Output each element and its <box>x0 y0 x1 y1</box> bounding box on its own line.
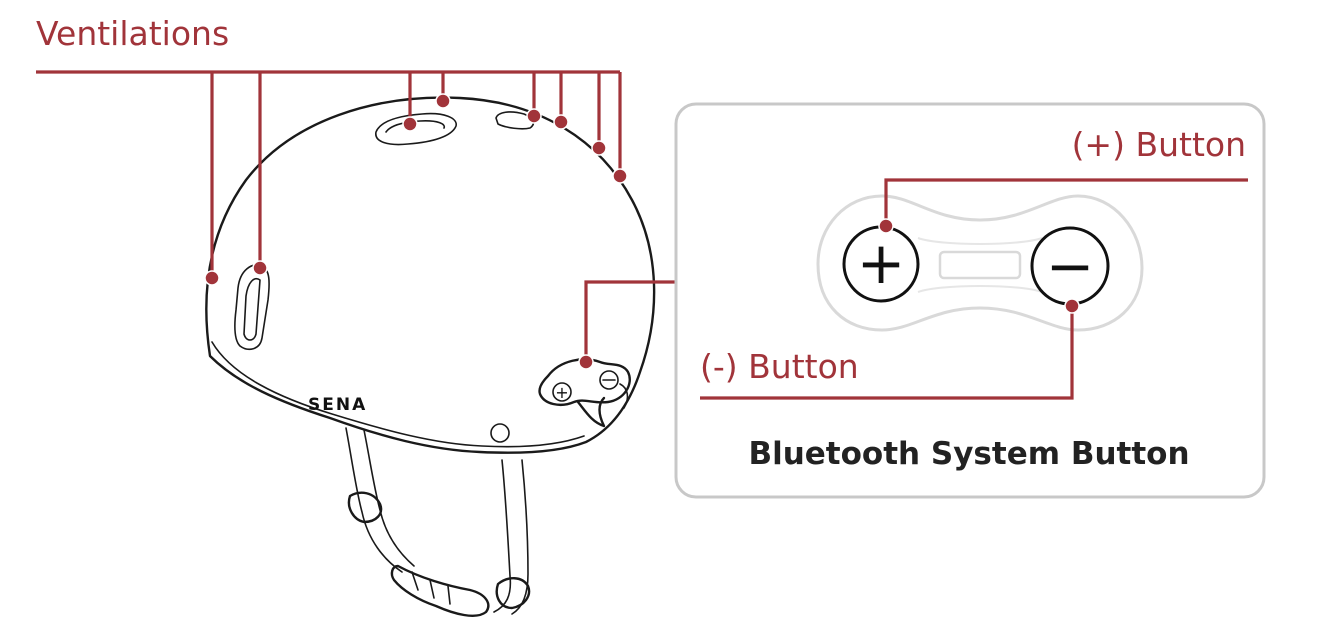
plus-button-leader <box>884 178 1248 226</box>
helmet-brand-logo: SENA <box>308 395 367 415</box>
helmet-illustration: SENA + <box>205 96 656 617</box>
helmet-shell <box>205 96 656 454</box>
helmet-bluetooth-module: + <box>538 358 631 428</box>
ventilation-point <box>402 116 418 132</box>
module-callout-leader <box>584 280 676 362</box>
module-callout-point <box>578 354 594 370</box>
ventilation-point <box>526 108 542 124</box>
ventilation-point <box>204 270 220 286</box>
helmet-strap-left <box>345 427 403 573</box>
plus-symbol: + <box>857 229 906 297</box>
ventilation-point <box>252 260 268 276</box>
svg-text:+: + <box>555 383 568 402</box>
bluetooth-detail-panel: + − (+) Button (-) Button Bluetooth Syst… <box>674 102 1266 499</box>
ventilation-point <box>591 140 607 156</box>
helmet-strap-buckle <box>390 564 490 617</box>
ventilation-point <box>612 168 628 184</box>
ventilations-label: Ventilations <box>36 14 229 53</box>
plus-button-label: (+) Button <box>1072 125 1246 164</box>
minus-button-point <box>1064 298 1080 314</box>
minus-symbol: − <box>1046 232 1095 300</box>
minus-button-label: (-) Button <box>700 347 859 386</box>
ventilation-point <box>553 114 569 130</box>
helmet-strap-right <box>493 459 512 613</box>
bluetooth-system-button-caption: Bluetooth System Button <box>748 436 1189 472</box>
side-vent <box>234 264 270 351</box>
plus-button-point <box>878 218 894 234</box>
minus-button-leader <box>700 306 1074 400</box>
top-vent-1 <box>375 112 457 146</box>
side-hole <box>490 423 510 443</box>
bluetooth-module-enlarged: + − <box>816 194 1144 332</box>
ventilations-callout: Ventilations <box>36 14 628 286</box>
ventilation-point <box>435 93 451 109</box>
